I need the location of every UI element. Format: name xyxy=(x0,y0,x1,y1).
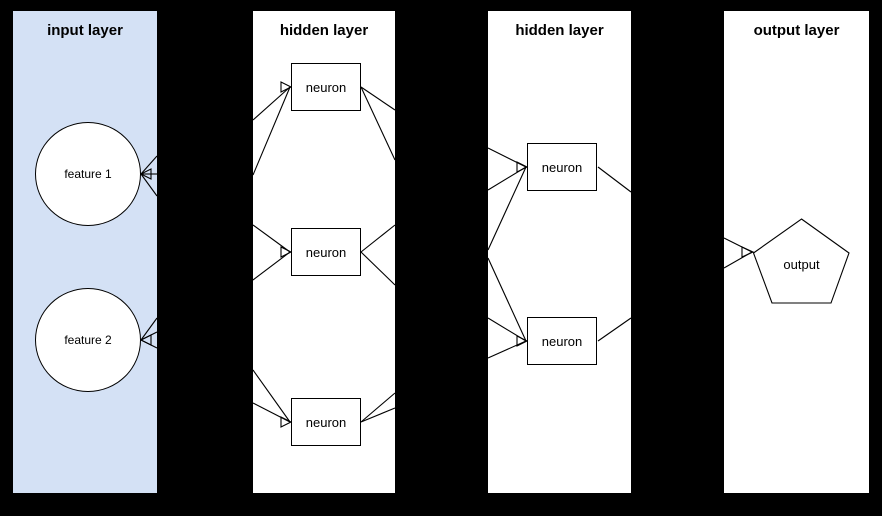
node-feature-2-label: feature 2 xyxy=(64,333,112,347)
node-output[interactable]: output xyxy=(752,217,851,305)
node-hidden-1-neuron-3-label: neuron xyxy=(305,414,347,430)
node-hidden-2-neuron-2[interactable]: neuron xyxy=(527,317,597,365)
node-output-label: output xyxy=(783,257,820,272)
layer-panel-hidden-2[interactable] xyxy=(487,10,632,494)
node-feature-1[interactable]: feature 1 xyxy=(35,122,141,226)
node-hidden-1-neuron-2-label: neuron xyxy=(305,244,347,260)
layer-panel-input[interactable] xyxy=(12,10,158,494)
node-hidden-1-neuron-3[interactable]: neuron xyxy=(291,398,361,446)
layer-title-hidden-1: hidden layer xyxy=(279,22,369,39)
node-feature-1-label: feature 1 xyxy=(64,167,112,181)
node-hidden-1-neuron-1-label: neuron xyxy=(305,79,347,95)
layer-title-input: input layer xyxy=(47,22,123,39)
pentagon-icon xyxy=(752,218,850,304)
node-hidden-2-neuron-2-label: neuron xyxy=(541,333,583,349)
node-hidden-1-neuron-1[interactable]: neuron xyxy=(291,63,361,111)
node-hidden-1-neuron-2[interactable]: neuron xyxy=(291,228,361,276)
layer-title-hidden-2: hidden layer xyxy=(515,22,604,39)
layer-title-output: output layer xyxy=(753,22,840,39)
node-hidden-2-neuron-1[interactable]: neuron xyxy=(527,143,597,191)
node-feature-2[interactable]: feature 2 xyxy=(35,288,141,392)
node-hidden-2-neuron-1-label: neuron xyxy=(541,159,583,175)
